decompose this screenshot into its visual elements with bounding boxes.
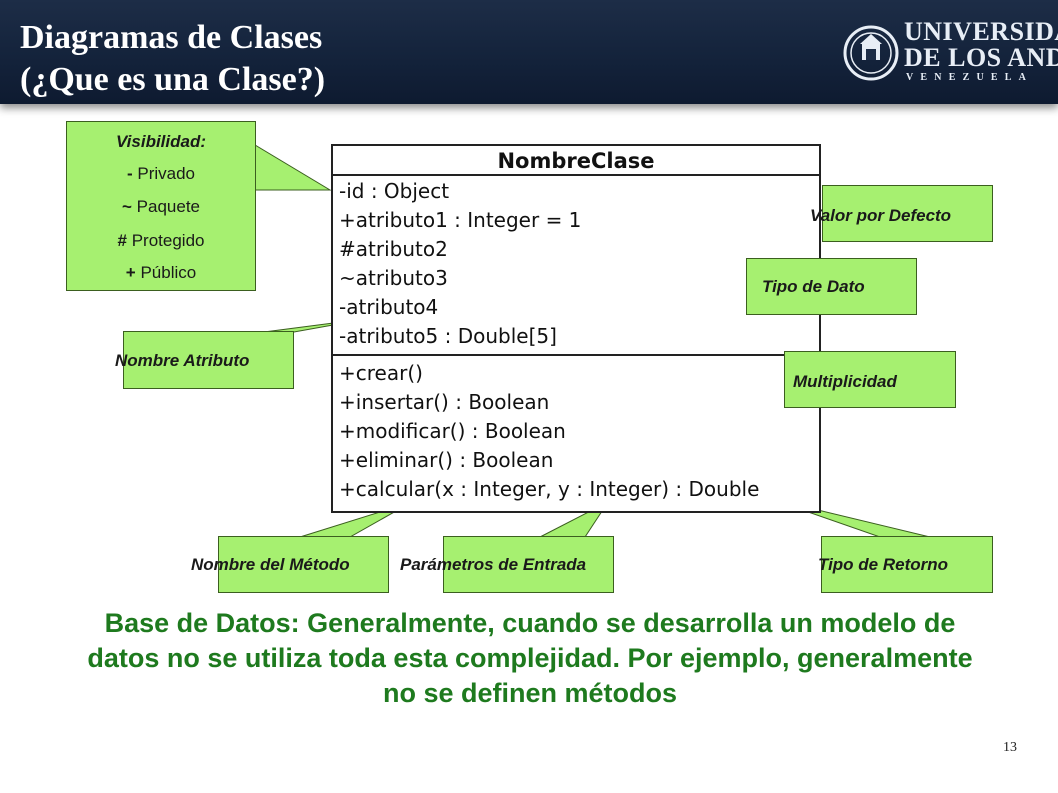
visibility-symbol: - [126, 164, 133, 183]
callout-tipo-dato: Tipo de Dato [762, 277, 865, 296]
page-number: 13 [1003, 740, 1017, 755]
uml-class-box: NombreClase -id : Object +atributo1 : In… [331, 144, 821, 513]
visibility-label: Privado [137, 164, 196, 183]
callout-tipo-retorno-box [821, 536, 993, 593]
uml-attribute: #atributo2 [339, 237, 448, 261]
header-bar: Diagramas de Clases (¿Que es una Clase?)… [0, 0, 1058, 104]
uml-method: +crear() [339, 361, 423, 385]
visibility-item-protegido: # Protegido [67, 231, 255, 251]
uml-attribute: +atributo1 : Integer = 1 [339, 208, 582, 232]
callout-multiplicidad: Multiplicidad [793, 372, 897, 391]
uml-separator-methods [333, 354, 819, 356]
visibility-item-publico: + Público [67, 263, 255, 283]
bottom-note: Base de Datos: Generalmente, cuando se d… [87, 608, 973, 708]
visibility-title: Visibilidad: [115, 132, 207, 151]
callout-parametros-box [443, 536, 614, 593]
uml-attribute: -id : Object [339, 179, 450, 203]
callout-nombre-atributo-box [123, 331, 294, 389]
callout-tipo-retorno: Tipo de Retorno [818, 555, 949, 574]
uml-class-name: NombreClase [497, 149, 655, 173]
uml-method: +modificar() : Boolean [339, 419, 566, 443]
uml-attribute: -atributo4 [339, 295, 439, 319]
logo-text-universidad: UNIVERSIDAD [904, 17, 1058, 46]
visibility-symbol: ~ [121, 197, 132, 216]
visibility-label: Protegido [131, 231, 205, 250]
callout-tipo-dato-box [746, 258, 917, 315]
slide-title-line1: Diagramas de Clases [20, 19, 323, 56]
visibility-item-privado: - Privado [67, 164, 255, 184]
visibility-item-paquete: ~ Paquete [67, 197, 255, 217]
uml-method: +eliminar() : Boolean [339, 448, 554, 472]
visibility-callout: Visibilidad: - Privado ~ Paquete # Prote… [66, 121, 256, 291]
uml-method: +calcular(x : Integer, y : Integer) : Do… [339, 477, 760, 501]
visibility-label: Paquete [136, 197, 200, 216]
visibility-label: Público [140, 263, 197, 282]
university-seal-icon [843, 25, 899, 81]
uml-separator-name [333, 174, 819, 176]
uml-attribute: -atributo5 : Double[5] [339, 324, 557, 348]
callout-nombre-metodo: Nombre del Método [191, 555, 350, 574]
callout-valor-defecto: Valor por Defecto [810, 206, 952, 225]
visibility-symbol: # [117, 231, 127, 250]
uml-attribute: ~atributo3 [339, 266, 448, 290]
logo-text-venezuela: VENEZUELA [906, 72, 1034, 83]
callout-nombre-atributo: Nombre Atributo [115, 351, 250, 370]
slide-title-line2: (¿Que es una Clase?) [20, 61, 326, 98]
callout-parametros: Parámetros de Entrada [400, 555, 587, 574]
logo-text-de-los-andes: DE LOS ANDES [904, 43, 1058, 72]
callout-multiplicidad-box [784, 351, 956, 408]
uml-method: +insertar() : Boolean [339, 390, 550, 414]
callout-valor-defecto-box [822, 185, 993, 242]
pointer-visibility [254, 144, 332, 191]
visibility-symbol: + [125, 263, 136, 282]
callout-nombre-metodo-box [218, 536, 389, 593]
university-logo: UNIVERSIDAD DE LOS ANDES VENEZUELA [842, 16, 1058, 92]
